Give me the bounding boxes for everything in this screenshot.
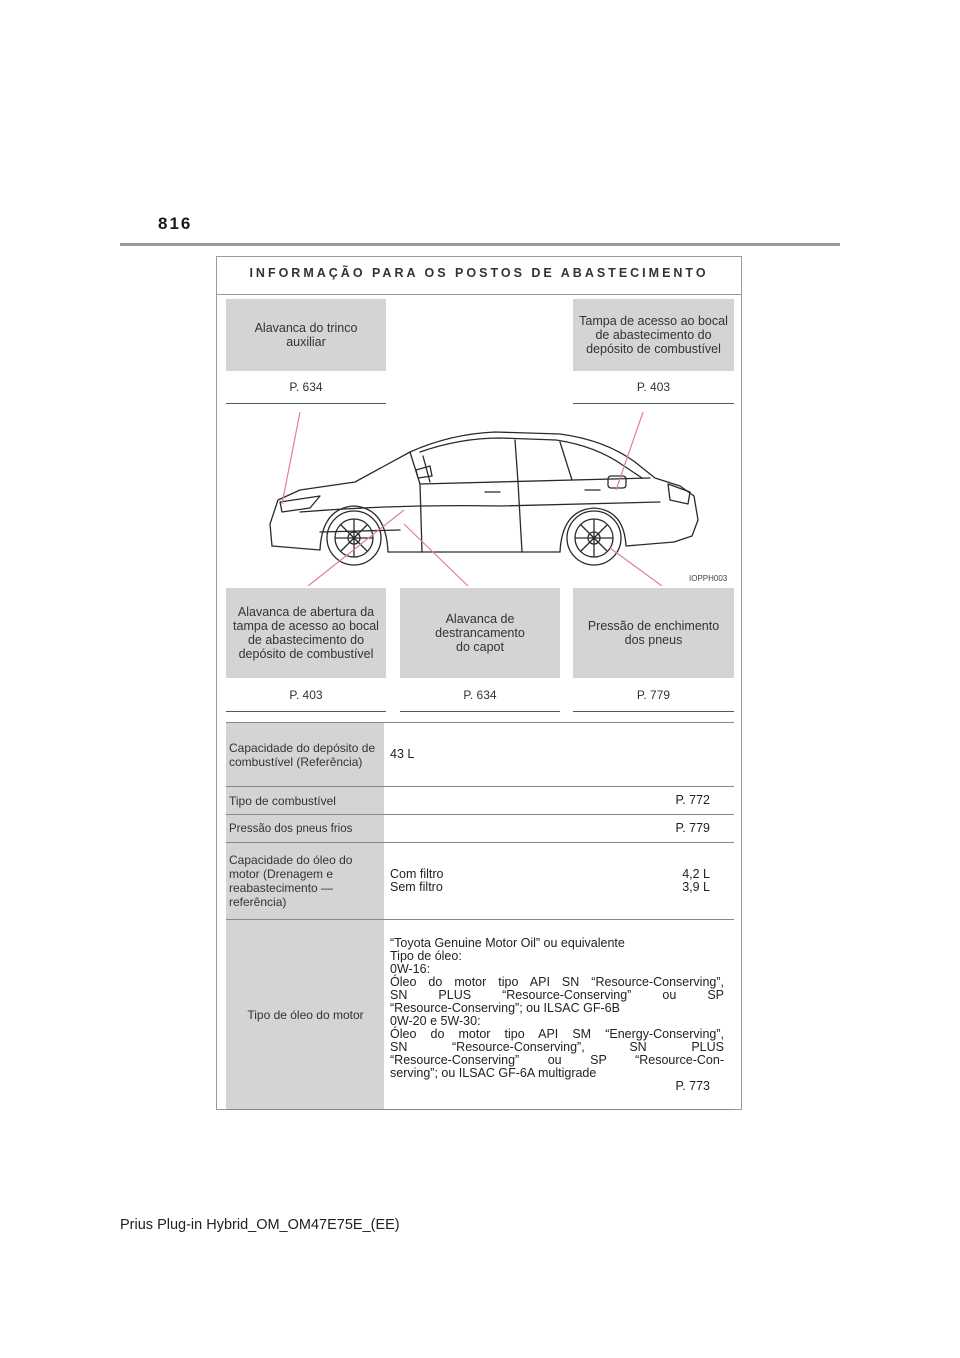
section-title: INFORMAÇÃO PARA OS POSTOS DE ABASTECIMEN… — [249, 266, 709, 280]
callout-auxiliary-latch-lever: Alavanca do trinco auxiliar — [226, 299, 386, 371]
spec-value: 43 L — [390, 747, 415, 761]
car-illustration — [269, 412, 699, 586]
figure-code: IOPPH003 — [689, 574, 728, 583]
spec-value: P. 779 — [675, 821, 710, 835]
callout-ref: P. 634 — [226, 380, 386, 404]
spec-row-oil-type: Tipo de óleo do motor “Toyota Genuine Mo… — [226, 920, 734, 1110]
page-number: 816 — [158, 214, 193, 233]
callout-label: Alavanca de abertura da tampa de acesso … — [233, 605, 379, 661]
footer-document-id: Prius Plug-in Hybrid_OM_OM47E75E_(EE) — [120, 1217, 400, 1233]
callout-label: Alavanca do trinco auxiliar — [254, 321, 358, 349]
spec-value: P. 773 — [675, 1078, 710, 1093]
spec-table: Capacidade do depósito de combustível (R… — [226, 722, 734, 1110]
spec-value: 4,2 L — [682, 867, 710, 881]
callout-ref: P. 779 — [573, 688, 734, 712]
spec-label: Tipo de óleo do motor — [226, 920, 384, 1109]
callout-label: Tampa de acesso ao bocal de abasteciment… — [579, 314, 728, 356]
title-divider — [217, 294, 741, 295]
oil-type-description: “Toyota Genuine Motor Oil” ou equivalent… — [390, 935, 724, 1093]
callout-ref: P. 403 — [573, 380, 734, 404]
spec-value: 3,9 L — [682, 880, 710, 894]
header-rule — [120, 243, 840, 246]
spec-option: Sem filtro — [390, 880, 443, 894]
callout-fuel-door-opener: Alavanca de abertura da tampa de acesso … — [226, 588, 386, 678]
callout-ref: P. 634 — [400, 688, 560, 712]
callout-tire-pressure: Pressão de enchimento dos pneus — [573, 588, 734, 678]
callout-ref: P. 403 — [226, 688, 386, 712]
spec-row-fuel-type: Tipo de combustível P. 772 — [226, 787, 734, 815]
spec-label: Pressão dos pneus frios — [226, 815, 384, 842]
spec-row-oil-capacity: Capacidade do óleo do motor (Drenagem e … — [226, 843, 734, 920]
callout-label: Pressão de enchimento dos pneus — [587, 619, 720, 647]
spec-option: Com filtro — [390, 867, 444, 881]
spec-row-fuel-capacity: Capacidade do depósito de combustível (R… — [226, 723, 734, 787]
spec-label: Tipo de combustível — [226, 787, 384, 814]
callout-label: Alavanca de destrancamento do capot — [435, 612, 525, 654]
spec-row-tire-pressure: Pressão dos pneus frios P. 779 — [226, 815, 734, 843]
spec-value: P. 772 — [675, 793, 710, 807]
spec-label: Capacidade do óleo do motor (Drenagem e … — [226, 843, 384, 919]
callout-fuel-door: Tampa de acesso ao bocal de abasteciment… — [573, 299, 734, 371]
spec-label: Capacidade do depósito de combustível (R… — [226, 723, 384, 786]
callout-hood-release-lever: Alavanca de destrancamento do capot — [400, 588, 560, 678]
